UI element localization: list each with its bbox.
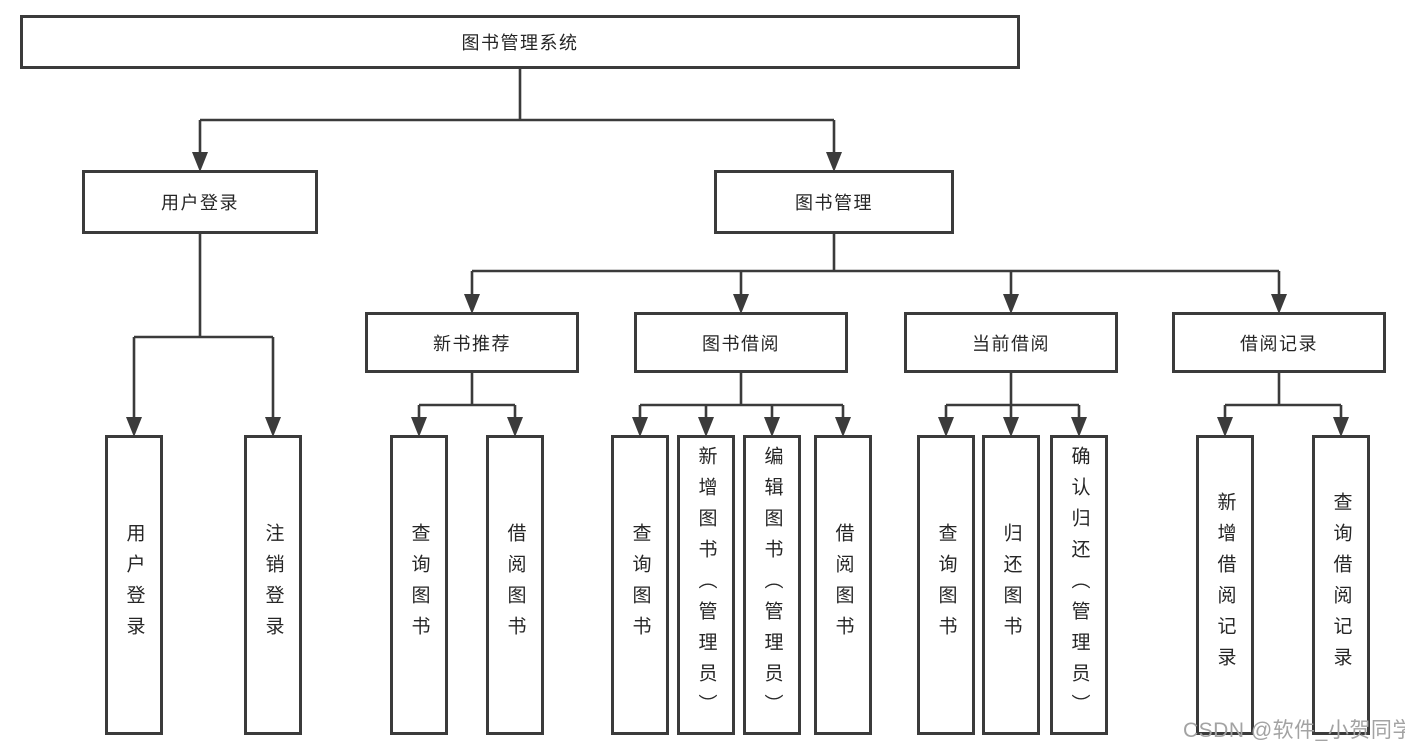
node-library-system: 图书管理系统 xyxy=(20,15,1020,69)
leaf-user-login-label: 用户登录 xyxy=(123,523,145,647)
leaf-query-books-borrow: 查询图书 xyxy=(611,435,669,735)
node-borrowing-records: 借阅记录 xyxy=(1172,312,1386,373)
node-user-login: 用户登录 xyxy=(82,170,318,234)
node-book-management-label: 图书管理 xyxy=(795,193,873,213)
leaf-query-books-current-label: 查询图书 xyxy=(935,523,957,647)
leaf-return-books-label: 归还图书 xyxy=(1000,523,1022,647)
leaf-query-books-recommend-label: 查询图书 xyxy=(408,523,430,647)
leaf-logout-label: 注销登录 xyxy=(262,523,284,647)
leaf-query-borrow-record-label: 查询借阅记录 xyxy=(1330,492,1352,678)
leaf-query-books-current: 查询图书 xyxy=(917,435,975,735)
node-borrowing-records-label: 借阅记录 xyxy=(1240,333,1318,354)
leaf-add-books-admin: 新增图书（管理员） xyxy=(677,435,735,735)
node-library-system-label: 图书管理系统 xyxy=(461,33,579,53)
node-new-book-recommendation: 新书推荐 xyxy=(365,312,579,373)
leaf-borrow-books-label: 借阅图书 xyxy=(832,523,854,647)
leaf-borrow-books-recommend: 借阅图书 xyxy=(486,435,544,735)
leaf-query-books-recommend: 查询图书 xyxy=(390,435,448,735)
leaf-query-books-borrow-label: 查询图书 xyxy=(629,523,651,647)
leaf-add-borrow-record-label: 新增借阅记录 xyxy=(1214,492,1236,678)
leaf-return-books: 归还图书 xyxy=(982,435,1040,735)
node-user-login-label: 用户登录 xyxy=(161,193,239,213)
leaf-confirm-return-admin: 确认归还（管理员） xyxy=(1050,435,1108,735)
node-current-borrowing-label: 当前借阅 xyxy=(972,333,1050,354)
leaf-query-borrow-record: 查询借阅记录 xyxy=(1312,435,1370,735)
node-book-borrowing-label: 图书借阅 xyxy=(702,333,780,354)
leaf-user-login: 用户登录 xyxy=(105,435,163,735)
node-book-borrowing: 图书借阅 xyxy=(634,312,848,373)
node-book-management: 图书管理 xyxy=(714,170,954,234)
leaf-edit-books-admin: 编辑图书（管理员） xyxy=(743,435,801,735)
leaf-add-books-admin-label: 新增图书（管理员） xyxy=(695,445,717,725)
leaf-borrow-books: 借阅图书 xyxy=(814,435,872,735)
leaf-edit-books-admin-label: 编辑图书（管理员） xyxy=(761,445,783,725)
node-new-book-recommendation-label: 新书推荐 xyxy=(433,333,511,354)
leaf-add-borrow-record: 新增借阅记录 xyxy=(1196,435,1254,735)
leaf-confirm-return-admin-label: 确认归还（管理员） xyxy=(1068,445,1090,725)
csdn-watermark: CSDN @软件_小贺同学 xyxy=(1183,719,1405,742)
leaf-logout: 注销登录 xyxy=(244,435,302,735)
leaf-borrow-books-recommend-label: 借阅图书 xyxy=(504,523,526,647)
node-current-borrowing: 当前借阅 xyxy=(904,312,1118,373)
